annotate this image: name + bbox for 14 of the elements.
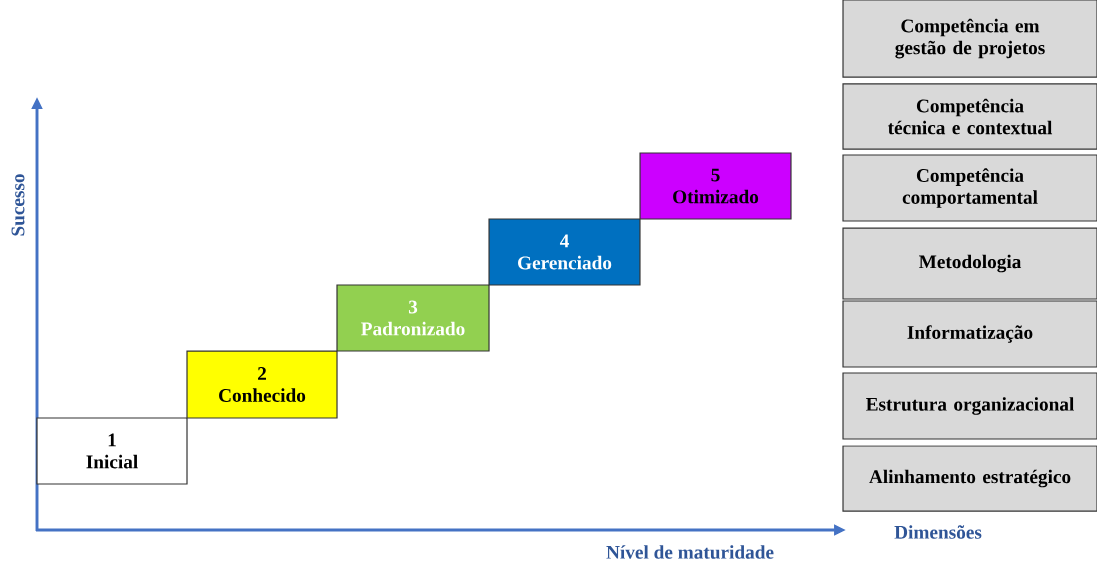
level-box: 2 Conhecido (186, 350, 338, 419)
level-box: 3 Padronizado (336, 284, 490, 352)
dimension-box: Competência em gestão de projetos (842, 0, 1097, 78)
dimension-box: Competência comportamental (842, 154, 1097, 222)
level-box: 5 Otimizado (639, 152, 792, 220)
axis-label: Sucesso (11, 174, 25, 236)
dimension-box: Metodologia (842, 227, 1097, 300)
dimension-box: Competência técnica e contextual (842, 83, 1097, 150)
dimension-box: Estrutura organizacional (842, 372, 1097, 440)
axis-label: Nível de maturidade (606, 545, 774, 559)
level-box: 4 Gerenciado (488, 218, 641, 286)
dimension-box: Alinhamento estratégico (842, 445, 1097, 512)
level-box: 1 Inicial (36, 417, 188, 485)
dimension-box: Informatização (842, 300, 1097, 368)
